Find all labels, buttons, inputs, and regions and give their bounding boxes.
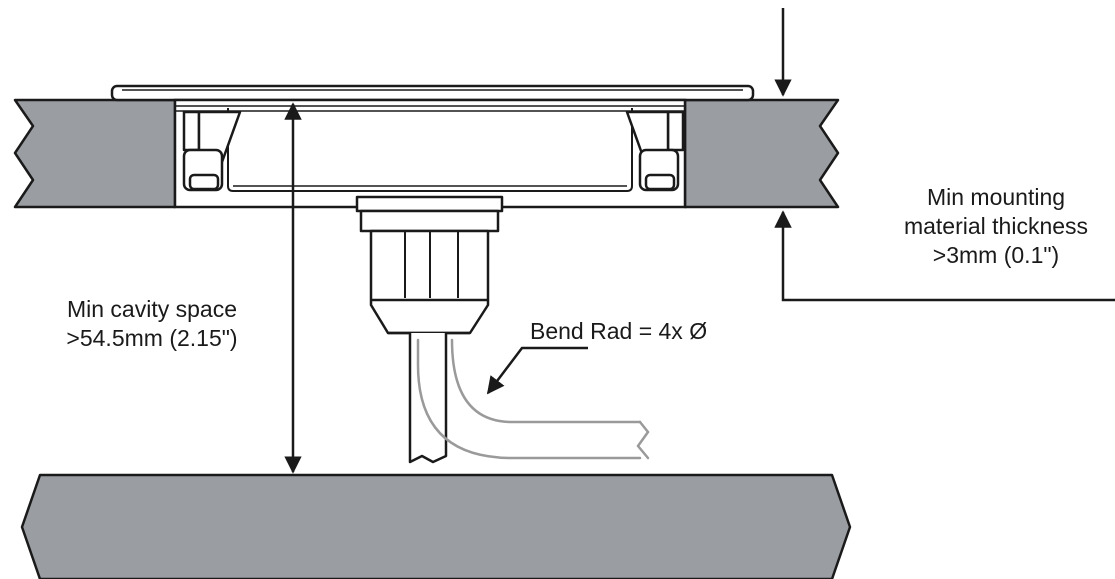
mounting-thickness-label: Min mounting material thickness >3mm (0.… <box>886 183 1106 270</box>
cable-bent <box>416 338 650 460</box>
mounting-panel-right <box>683 98 840 209</box>
device-body <box>173 98 687 209</box>
cable-gland <box>355 195 504 335</box>
mounting-panel-left <box>13 98 177 209</box>
bottom-surface-panel <box>20 473 852 579</box>
device-flange <box>110 84 755 102</box>
cavity-space-line1: Min cavity space <box>66 296 237 322</box>
mounting-thickness-line2: material thickness <box>903 213 1089 239</box>
cable-straight <box>408 333 448 464</box>
thickness-arrow-bottom <box>774 210 1115 302</box>
cavity-space-label: Min cavity space >54.5mm (2.15") <box>32 295 272 353</box>
cavity-space-line2: >54.5mm (2.15") <box>66 325 238 351</box>
mounting-thickness-line3: >3mm (0.1") <box>932 242 1060 268</box>
mounting-clip-right <box>625 110 685 192</box>
mounting-thickness-line1: Min mounting <box>926 184 1066 210</box>
mounting-clip-left <box>182 110 242 192</box>
bend-radius-leader <box>486 346 588 395</box>
bend-radius-label: Bend Rad = 4x Ø <box>530 318 708 344</box>
